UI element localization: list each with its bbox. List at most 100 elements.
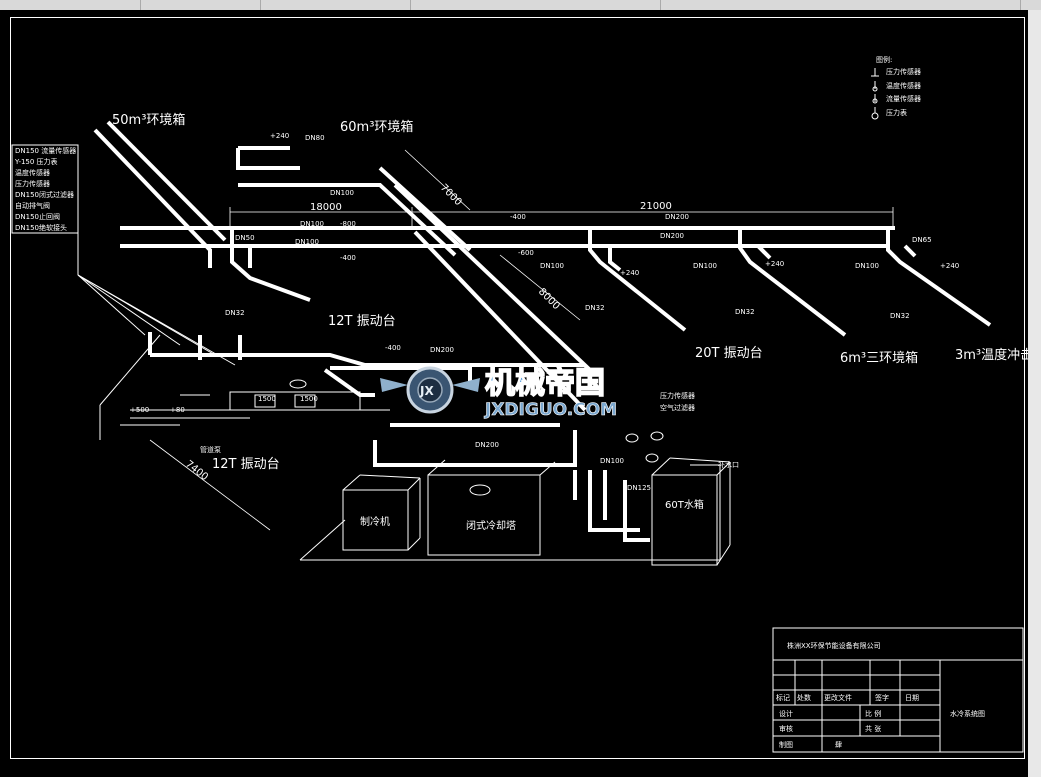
dim-7400: 7400 [183,459,210,483]
pipe-label: DN100 [330,189,354,197]
toolbar-strip [0,0,1041,10]
dim-1500-b: 1500 [300,395,318,403]
shaker-20t-label: 20T 振动台 [695,346,763,361]
pipe-annotations: DN100 -800 DN100 -400 -400 DN200 DN200 -… [130,132,959,492]
legend-item: 温度传感器 [886,81,921,90]
water-tank-unit [651,457,731,566]
title-header: 处数 [797,693,811,702]
pipe-label: -800 [340,220,356,228]
pipe-label: DN100 [295,238,319,246]
title-header: 日期 [905,694,919,702]
env-chamber-60-label: 60m³环境箱 [340,119,413,135]
equipment-list: DN150 流量传感器 Y-150 压力表 温度传感器 压力传感器 DN150闭… [11,144,236,366]
temp-shock-label: 3m³温度冲击箱 [955,347,1028,363]
env-chamber-6-label: 6m³三环境箱 [840,350,918,366]
watermark-en: JXDIGUO.COM [484,400,617,420]
pipe-label: DN65 [912,236,932,244]
location-labels: 50m³环境箱 60m³环境箱 12T 振动台 20T 振动台 6m³三环境箱 … [112,112,1028,532]
legend-item: 流量传感器 [886,94,921,103]
company-name: 株洲XX环保节能设备有限公司 [787,641,881,650]
equipment-item: Y-150 压力表 [14,157,58,166]
sheets-label: 共 张 [865,724,881,733]
title-header: 更改文件 [824,693,852,702]
makeup-inlet-label: 补水口 [718,460,739,469]
pipe-label: -400 [385,344,401,352]
drawn-label: 制图 [779,740,793,749]
equipment-item: 温度传感器 [15,168,50,177]
pipe-label: DN200 [475,441,499,449]
dim-21000: 21000 [640,201,672,212]
pipe-label: -400 [510,213,526,221]
scrollbar[interactable] [1028,10,1041,777]
pipe-label: -600 [518,249,534,257]
pipe-label: DN50 [235,234,255,242]
equipment-item: DN150止回阀 [15,212,60,221]
pipe-label: DN32 [585,304,605,312]
pipe-label: DN200 [660,232,684,240]
legend-item: 压力表 [886,108,907,117]
watermark: JX 机械帝国 JXDIGUO.COM [380,365,617,420]
title-header: 标记 [776,693,790,702]
pipe-label: DN125 [627,484,651,492]
main-pipes [93,120,992,542]
pipe-label: +80 [170,406,185,414]
ratio-label: 比 例 [865,709,881,718]
pipe-label: -400 [340,254,356,262]
pipe-label: +240 [940,262,959,270]
watermark-wing-right [452,378,480,392]
pipe-label: DN100 [600,457,624,465]
pipe-label: DN32 [225,309,245,317]
pump-room-label: 管道泵 [200,445,221,454]
pipe-label: DN80 [305,134,325,142]
drawer-name: 肆 [835,740,842,749]
sensor-label: 空气过滤器 [660,403,695,412]
pipe-label: +240 [765,260,784,268]
pipe-label: DN100 [855,262,879,270]
legend-symbols [871,68,879,120]
sensor-cluster [625,431,664,463]
pipe-label: DN200 [665,213,689,221]
equipment-blocks [229,379,731,566]
pipe-label: DN32 [735,308,755,316]
dimensions: 18000 21000 7000 8000 7400 1500 1500 [149,149,894,531]
check-label: 审核 [779,724,793,733]
dim-1500-a: 1500 [258,395,276,403]
watermark-badge-text: JX [419,384,434,398]
cooling-tower-unit [427,459,556,556]
title-header: 签字 [875,693,889,702]
pipe-label: DN100 [300,220,324,228]
watermark-wing-left [380,378,408,392]
legend: 图例: 压力传感器 温度传感器 流量传感器 压力表 [871,55,921,120]
equipment-item: DN150 流量传感器 [15,146,76,155]
design-label: 设计 [779,709,793,718]
shaker-12t-top-label: 12T 振动台 [328,314,396,329]
pipe-label: DN100 [693,262,717,270]
pipe-label: DN100 [540,262,564,270]
aux-lines [99,334,721,561]
pipe-label: +500 [130,406,149,414]
equipment-item: 自动排气阀 [15,201,50,210]
equipment-item: DN150绝软接头 [15,223,67,232]
equipment-item: DN150闭式过滤器 [15,190,74,199]
pipe-label: +240 [620,269,639,277]
pipe-label: +240 [270,132,289,140]
legend-title: 图例: [876,55,892,64]
dim-18000: 18000 [310,202,342,213]
equipment-item: 压力传感器 [15,179,50,188]
drawing-title: 水冷系统图 [950,709,985,718]
legend-item: 压力传感器 [886,67,921,76]
pump-block [229,379,361,411]
chiller-label: 制冷机 [360,515,390,528]
chiller-unit [342,474,421,551]
sensor-label: 压力传感器 [660,391,695,400]
dim-8000: 8000 [536,286,562,312]
watermark-cn: 机械帝国 [485,366,605,401]
shaker-12t-bottom-label: 12T 振动台 [212,457,280,472]
pipe-label: DN32 [890,312,910,320]
title-block: 株洲XX环保节能设备有限公司 标记 处数 更改文件 签字 日期 设计 比 例 审… [772,627,1024,753]
dim-7000: 7000 [438,182,464,208]
water-tank-label: 60T水箱 [665,498,704,511]
env-chamber-50-label: 50m³环境箱 [112,112,185,128]
pipe-label: DN200 [430,346,454,354]
